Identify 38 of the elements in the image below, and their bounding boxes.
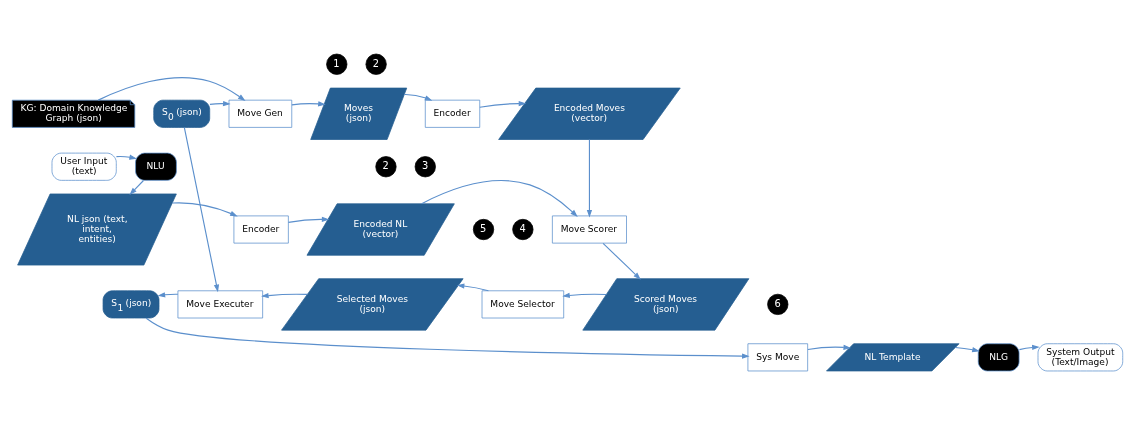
node-circle: 5 bbox=[472, 218, 495, 240]
arrow bbox=[1018, 344, 1040, 350]
arrow bbox=[183, 126, 220, 292]
node-box: Move Selector bbox=[481, 289, 565, 318]
node-circle: 2 bbox=[375, 155, 397, 177]
arrow bbox=[97, 76, 246, 101]
arrow bbox=[479, 100, 527, 108]
arrow bbox=[171, 201, 238, 216]
arrow bbox=[115, 154, 137, 160]
arrow bbox=[586, 138, 593, 217]
node-circle: 3 bbox=[414, 155, 436, 177]
arrow bbox=[602, 242, 641, 280]
node-box: NLG bbox=[977, 342, 1020, 371]
arrow bbox=[954, 346, 980, 352]
node-box: System Output (Text/Image) bbox=[1037, 342, 1124, 371]
node-box: User Input (text) bbox=[51, 152, 117, 181]
arrow bbox=[145, 317, 750, 359]
node-box: Encoder bbox=[233, 215, 289, 243]
node-box: Move Gen bbox=[228, 99, 293, 128]
node-circle: 1 bbox=[326, 53, 348, 75]
node-box: Move Executer bbox=[177, 289, 264, 318]
arrow bbox=[287, 216, 330, 223]
arrow bbox=[421, 179, 578, 217]
arrow bbox=[261, 292, 308, 298]
arrow bbox=[291, 100, 326, 106]
arrow bbox=[807, 344, 852, 350]
arrow bbox=[456, 282, 489, 291]
arrow bbox=[129, 179, 145, 195]
arrow bbox=[562, 292, 607, 298]
node-circle: 4 bbox=[512, 218, 534, 240]
node-circle: 6 bbox=[767, 293, 789, 315]
node-box: Encoder bbox=[424, 99, 481, 128]
arrow bbox=[209, 100, 231, 106]
node-box: NLU bbox=[135, 152, 177, 181]
node-box: Move Scorer bbox=[552, 215, 627, 243]
node-circle: 2 bbox=[365, 53, 387, 75]
arrow bbox=[403, 93, 433, 101]
node-box: Sys Move bbox=[747, 342, 809, 371]
